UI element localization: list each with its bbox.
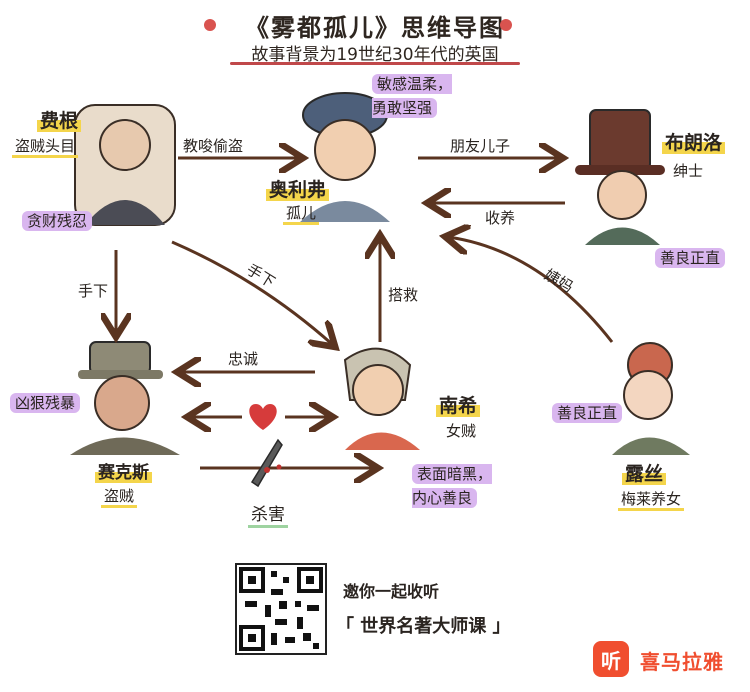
oliver-trait: 敏感温柔，勇敢坚强 xyxy=(372,74,453,118)
label-sikes-nancy: 杀害 xyxy=(248,500,288,528)
qr-code xyxy=(235,563,327,655)
label-fagin-sikes: 手下 xyxy=(78,282,109,300)
brand-icon: 听 xyxy=(593,641,629,677)
oliver-role: 孤儿 xyxy=(283,202,320,225)
brownlow-trait: 善良正直 xyxy=(655,247,726,268)
arrow-rose-oliver xyxy=(448,237,614,343)
rose-trait: 善良正直 xyxy=(552,402,623,423)
label-nancy-sikes: 忠诚 xyxy=(228,350,259,368)
knife-icon xyxy=(250,438,283,488)
title-dot-left xyxy=(204,19,216,31)
rose-name: 露丝 xyxy=(622,459,667,486)
subtitle-underline xyxy=(230,62,520,65)
brownlow-role: 绅士 xyxy=(673,162,704,180)
rose-role: 梅莱养女 xyxy=(618,488,685,511)
fagin-trait: 贪财残忍 xyxy=(22,210,93,231)
rose-portrait xyxy=(612,342,690,455)
nancy-portrait xyxy=(343,347,420,450)
heart-icon xyxy=(249,404,277,430)
page-subtitle: 故事背景为19世纪30年代的英国 xyxy=(251,45,499,65)
page-title: 《雾都孤儿》思维导图 xyxy=(245,14,505,42)
label-fagin-oliver: 教唆偷盗 xyxy=(183,137,244,155)
qr-pattern xyxy=(239,567,323,651)
oliver-portrait xyxy=(300,92,390,222)
brand-logo[interactable]: 听 xyxy=(593,641,629,677)
fagin-name: 费根 xyxy=(37,106,82,133)
nancy-role: 女贼 xyxy=(446,422,477,440)
footer-invite: 邀你一起收听 xyxy=(343,582,440,601)
sikes-portrait xyxy=(70,341,180,455)
footer-course[interactable]: 「 世界名著大师课 」 xyxy=(336,616,511,637)
oliver-name: 奥利弗 xyxy=(266,175,330,202)
arrow-fagin-nancy xyxy=(171,240,333,345)
sikes-name: 赛克斯 xyxy=(95,458,152,483)
fagin-portrait xyxy=(74,104,176,226)
sikes-trait: 凶狠残暴 xyxy=(10,392,81,413)
label-brownlow-oliver: 收养 xyxy=(485,209,516,227)
label-nancy-oliver: 搭救 xyxy=(388,286,419,304)
label-oliver-brownlow: 朋友儿子 xyxy=(450,137,511,155)
brand-name: 喜马拉雅 xyxy=(640,650,724,674)
nancy-name: 南希 xyxy=(436,391,481,418)
brownlow-portrait xyxy=(575,109,665,245)
title-dot-right xyxy=(500,19,512,31)
sikes-role: 盗贼 xyxy=(101,485,138,508)
fagin-role: 盗贼头目 xyxy=(12,135,79,158)
nancy-trait: 表面暗黑，内心善良 xyxy=(412,464,493,508)
brownlow-name: 布朗洛 xyxy=(662,128,726,155)
